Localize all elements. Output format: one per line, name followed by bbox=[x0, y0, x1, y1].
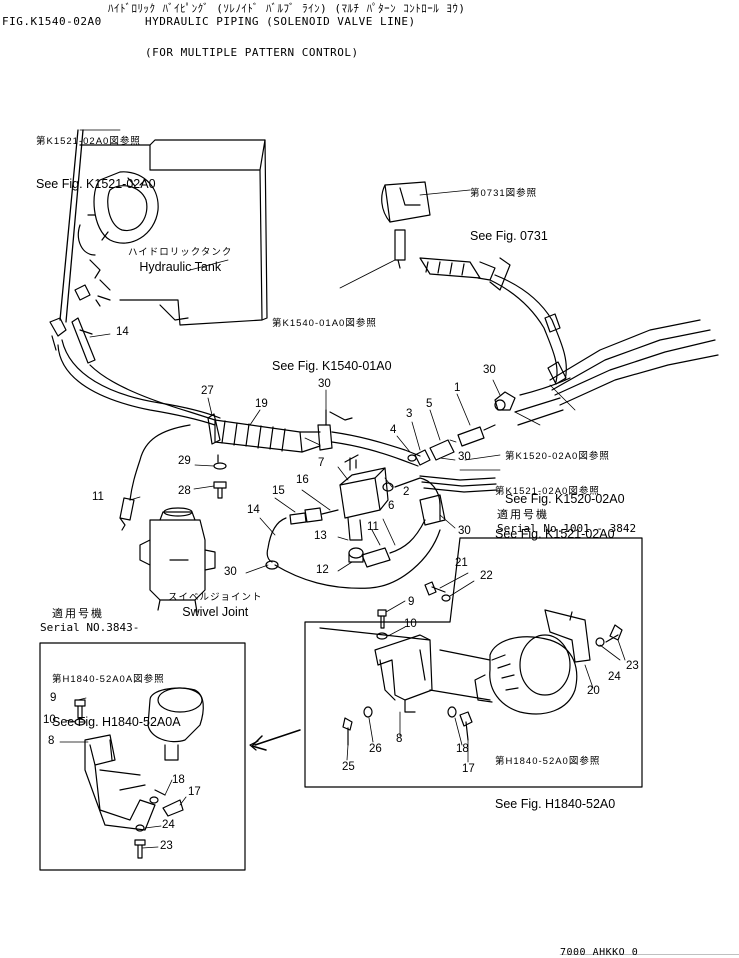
callout-24: 24 bbox=[162, 819, 175, 831]
callout-9: 9 bbox=[50, 692, 57, 704]
callout-21: 21 bbox=[455, 557, 468, 569]
callout-20: 20 bbox=[587, 685, 600, 697]
footer-fragment: 7000 AHKKO 0 bbox=[560, 947, 639, 958]
callout-30: 30 bbox=[483, 364, 496, 376]
callout-23: 23 bbox=[626, 660, 639, 672]
page-title: HYDRAULIC PIPING (SOLENOID VALVE LINE) bbox=[145, 15, 416, 28]
callout-24: 24 bbox=[608, 671, 621, 683]
callout-30: 30 bbox=[458, 451, 471, 463]
callout-11: 11 bbox=[367, 521, 379, 533]
callout-23: 23 bbox=[160, 840, 173, 852]
callout-19: 19 bbox=[255, 398, 268, 410]
callout-26: 26 bbox=[369, 743, 382, 755]
callout-22: 22 bbox=[480, 570, 493, 582]
callout-14: 14 bbox=[116, 326, 129, 338]
callout-18: 18 bbox=[456, 743, 469, 755]
callout-3: 3 bbox=[406, 408, 413, 420]
callout-27: 27 bbox=[201, 385, 214, 397]
callout-14: 14 bbox=[247, 504, 260, 516]
callout-25: 25 bbox=[342, 761, 355, 773]
callout-10: 10 bbox=[404, 618, 417, 630]
callout-17: 17 bbox=[462, 763, 475, 775]
hydraulic-tank-label: ハイドロリックタンク Hydraulic Tank bbox=[128, 247, 233, 274]
callout-8: 8 bbox=[48, 735, 55, 747]
serial-right: 適用号機 Serial No.1001 - 3842 bbox=[497, 508, 637, 535]
swivel-joint-drawing bbox=[139, 507, 216, 613]
title-japanese: ﾊｲﾄﾞﾛﾘｯｸ ﾊﾞｲﾋﾟﾝｸﾞ (ｿﾚﾉｲﾄﾞ ﾊﾞﾙﾌﾞ ﾗｲﾝ) (ﾏﾙ… bbox=[108, 2, 466, 15]
ref-h1840-a: 第H1840-52A0A図参照 See Fig. H1840-52A0A bbox=[52, 674, 181, 729]
ref-k1520: 第K1520-02A0図参照 See Fig. K1520-02A0 bbox=[505, 451, 625, 506]
callout-29: 29 bbox=[178, 455, 191, 467]
ref-k1521-top: 第K1521-02A0図参照 See Fig. K1521-02A0 bbox=[36, 136, 156, 191]
callout-1: 1 bbox=[454, 382, 461, 394]
callout-8: 8 bbox=[396, 733, 403, 745]
callout-11: 11 bbox=[92, 491, 104, 503]
page-subtitle: (FOR MULTIPLE PATTERN CONTROL) bbox=[145, 46, 359, 59]
ref-0731: 第0731図参照 See Fig. 0731 bbox=[470, 188, 548, 243]
figure-code: FIG.K1540-02A0 bbox=[2, 15, 102, 28]
callout-4: 4 bbox=[390, 424, 397, 436]
callout-13: 13 bbox=[314, 530, 327, 542]
callout-16: 16 bbox=[296, 474, 309, 486]
callout-30: 30 bbox=[224, 566, 237, 578]
callout-2: 2 bbox=[403, 486, 410, 498]
callout-30: 30 bbox=[458, 525, 471, 537]
callout-18: 18 bbox=[172, 774, 185, 786]
callout-30: 30 bbox=[318, 378, 331, 390]
callout-17: 17 bbox=[188, 786, 201, 798]
pump-drawing bbox=[381, 181, 511, 291]
callout-10: 10 bbox=[43, 714, 56, 726]
callout-6: 6 bbox=[388, 500, 395, 512]
callout-7: 7 bbox=[318, 457, 325, 469]
hydraulic-tank-drawing bbox=[74, 139, 268, 326]
callout-28: 28 bbox=[178, 485, 191, 497]
leader-lines bbox=[59, 129, 626, 849]
callout-9: 9 bbox=[408, 596, 415, 608]
callout-5: 5 bbox=[426, 398, 433, 410]
ref-h1840: 第H1840-52A0図参照 See Fig. H1840-52A0 bbox=[495, 756, 616, 811]
serial-left: 適用号機 Serial NO.3843- bbox=[40, 607, 140, 634]
ref-k1521-right: 第K1521-02A0図参照 See Fig. K1521-02A0 bbox=[495, 486, 615, 541]
callout-12: 12 bbox=[316, 564, 329, 576]
ref-k1540: 第K1540-01A0図参照 See Fig. K1540-01A0 bbox=[272, 318, 392, 373]
motor-drawing bbox=[474, 634, 578, 715]
swivel-joint-label: スイベルジョイント Swivel Joint bbox=[168, 592, 263, 619]
callout-15: 15 bbox=[272, 485, 285, 497]
